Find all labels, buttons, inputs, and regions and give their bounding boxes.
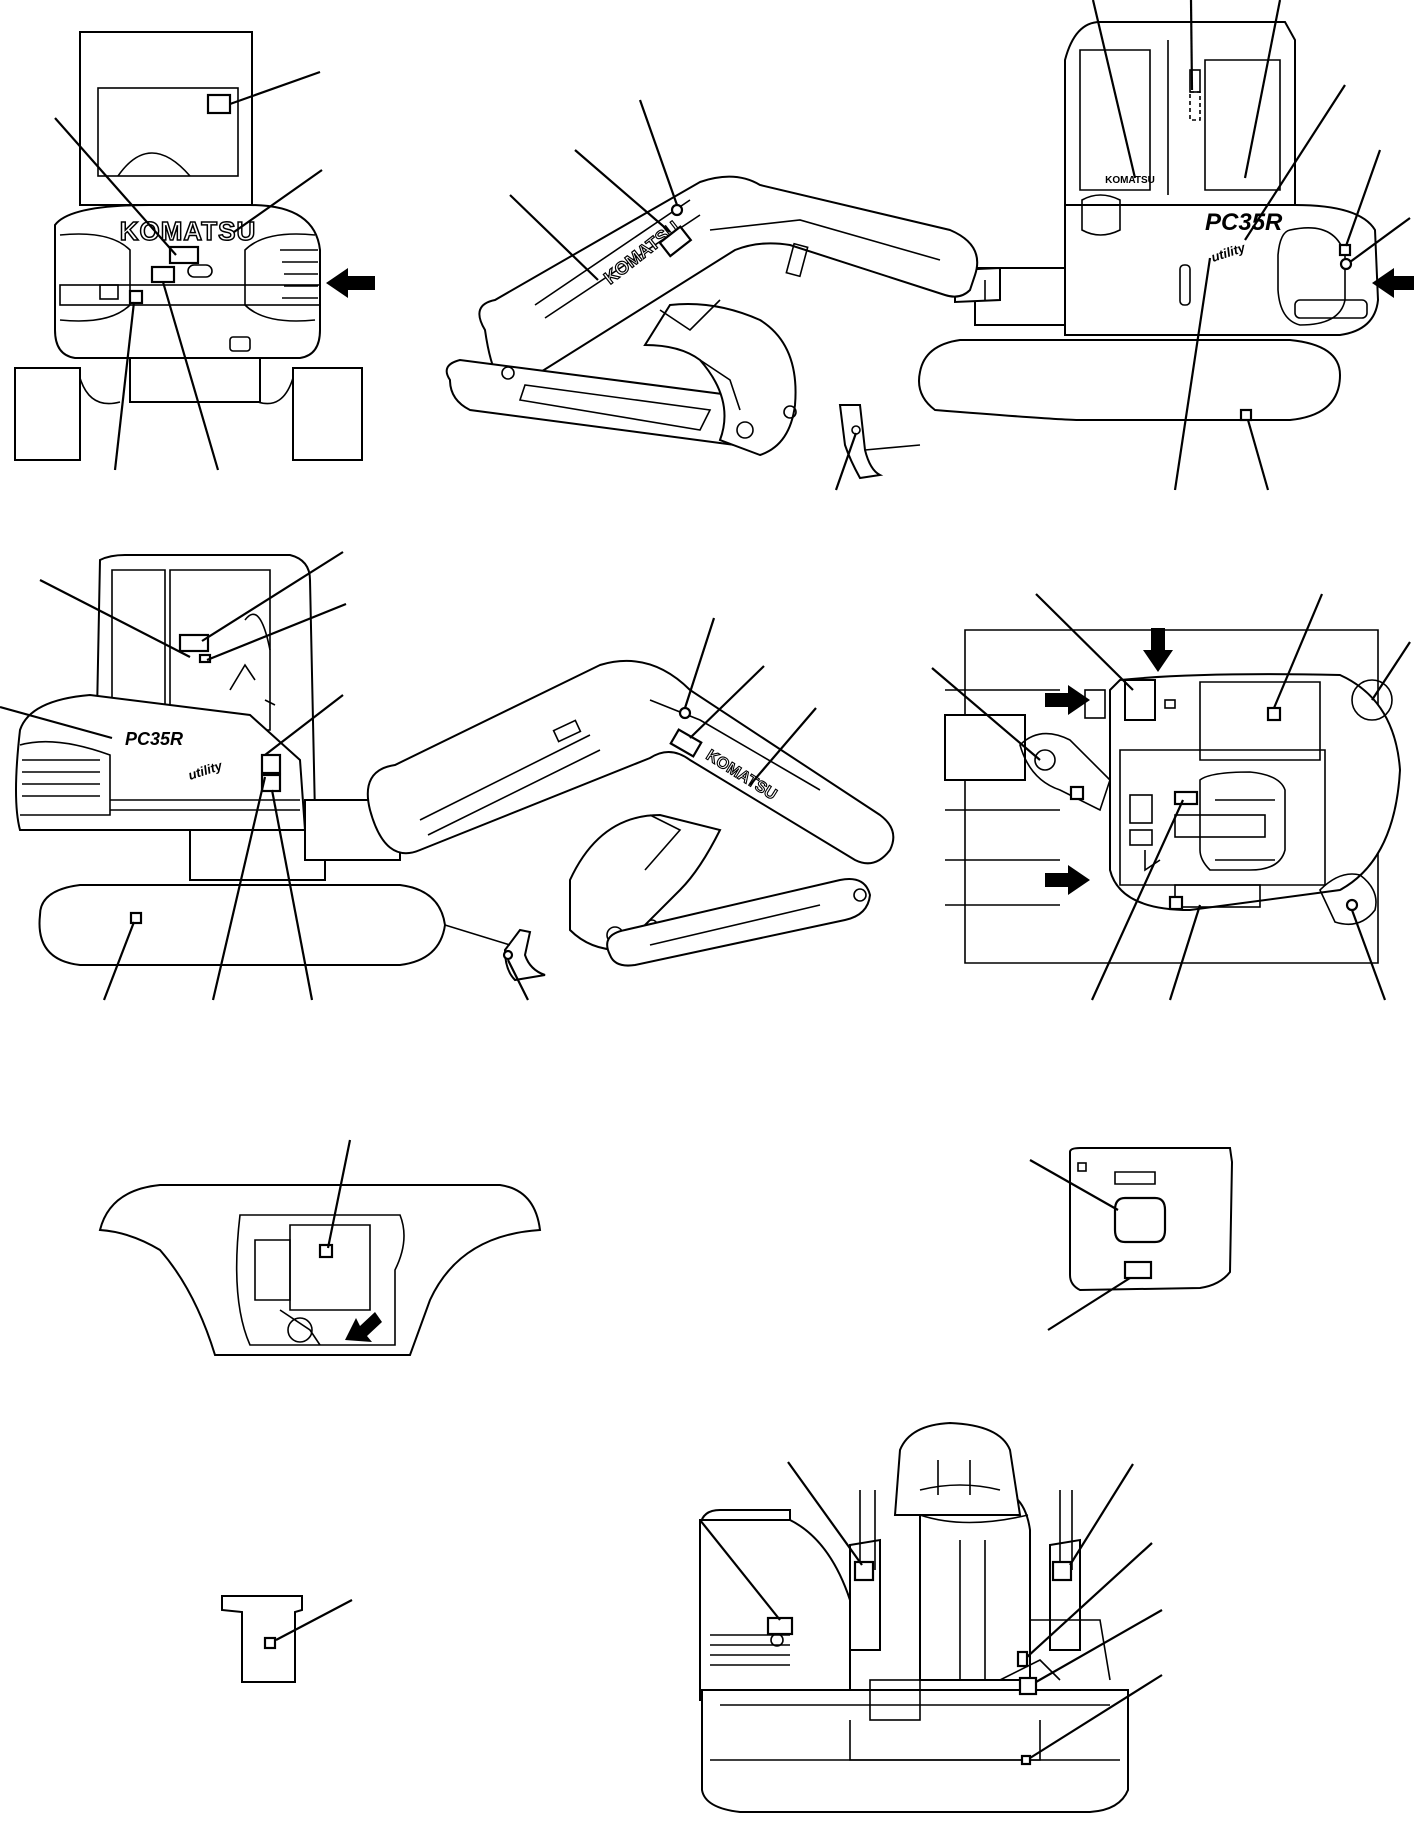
side-panel-view [1029, 1147, 1234, 1331]
decal-marker [150, 265, 176, 284]
front-brand-text: KOMATSU [120, 216, 257, 246]
decal-marker [260, 753, 282, 775]
top-view [931, 593, 1411, 1001]
side-model-text: PC35R [1205, 209, 1283, 236]
decal-marker [1168, 895, 1184, 911]
decal-marker [669, 728, 703, 758]
decal-marker [1266, 706, 1282, 722]
decal-marker [670, 203, 684, 217]
decal-marker [128, 289, 144, 305]
decal-marker [1338, 243, 1352, 257]
operator-rear-view [699, 1421, 1163, 1813]
top-view-arrow-right [1045, 685, 1090, 715]
engine-view-arrow [345, 1312, 382, 1342]
left-model-text: PC35R [125, 729, 183, 749]
decal-marker [766, 1616, 794, 1636]
right-side-view: KOMATSU PC35R utility KOMATSU [445, 0, 1414, 491]
decal-marker [1069, 785, 1085, 801]
decal-marker [1123, 1260, 1153, 1280]
engine-compartment-view [98, 1139, 542, 1356]
decal-marker [1239, 408, 1253, 422]
decal-marker [1113, 1196, 1167, 1244]
decal-marker [1051, 1560, 1073, 1582]
decal-marker [1020, 1754, 1032, 1766]
decal-marker [1173, 790, 1199, 806]
decal-marker [206, 93, 232, 115]
left-side-view: PC35R utility KOMATSU [0, 551, 895, 1001]
decal-marker [502, 949, 514, 961]
decal-marker [1016, 1650, 1029, 1668]
side-brand-text: KOMATSU [1105, 175, 1155, 186]
front-view-arrow [326, 268, 375, 298]
right-view-arrow [1372, 268, 1414, 298]
decal-marker [1339, 257, 1353, 271]
decal-marker [129, 911, 143, 925]
decal-marker [678, 706, 692, 720]
decal-marker [168, 245, 200, 265]
decal-marker [1018, 1676, 1038, 1696]
top-view-arrow-right [1045, 865, 1090, 895]
decal-marker [178, 633, 210, 653]
decal-marker [318, 1243, 334, 1259]
top-view-arrow-down [1143, 628, 1173, 672]
decal-marker [260, 773, 282, 793]
decal-marker [658, 225, 693, 258]
decal-marker [263, 1636, 277, 1650]
decal-marker [1345, 898, 1359, 912]
cover-detail-view [221, 1595, 353, 1683]
decal-marker [853, 1560, 875, 1582]
front-view: KOMATSU [14, 31, 375, 471]
